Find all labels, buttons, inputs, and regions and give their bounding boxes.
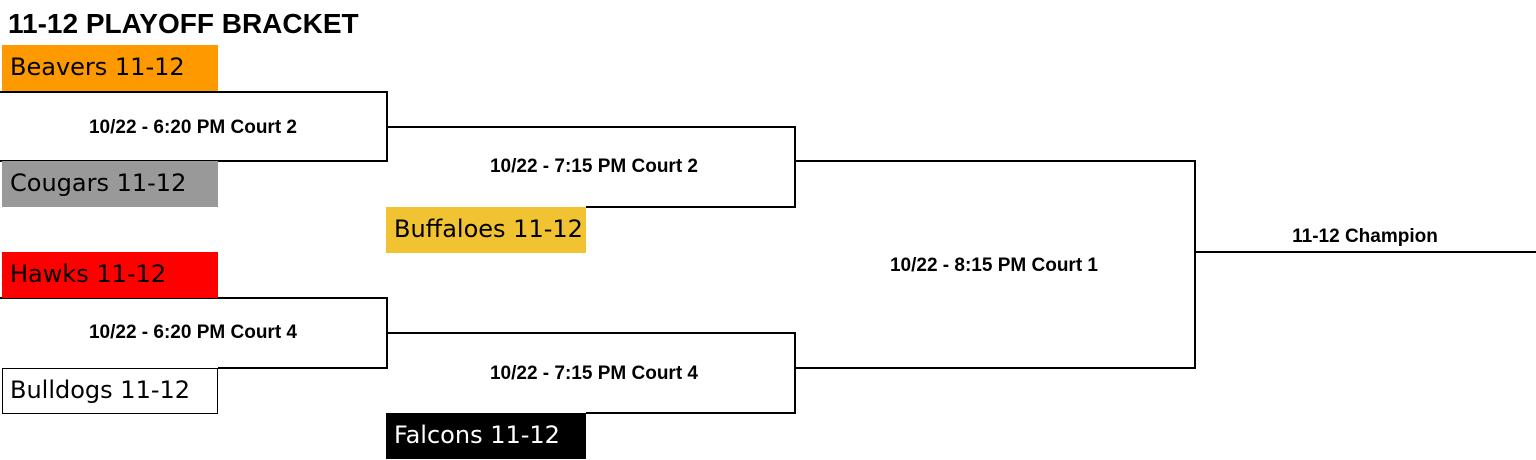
team-falcons: Falcons 11-12 xyxy=(386,413,586,459)
bracket-line-game-4 xyxy=(387,332,796,414)
bracket-line-game-3 xyxy=(387,126,796,208)
game-3-label: 10/22 - 7:15 PM Court 2 xyxy=(489,156,699,177)
team-buffaloes: Buffaloes 11-12 xyxy=(386,207,586,253)
team-bulldogs: Bulldogs 11-12 xyxy=(2,368,218,414)
team-hawks: Hawks 11-12 xyxy=(2,252,218,298)
bracket-line-game-5 xyxy=(795,160,1196,369)
team-cougars: Cougars 11-12 xyxy=(2,161,218,207)
team-beavers: Beavers 11-12 xyxy=(2,45,218,91)
game-1-label: 10/22 - 6:20 PM Court 2 xyxy=(88,117,298,138)
game-2-label: 10/22 - 6:20 PM Court 4 xyxy=(88,322,298,343)
page-title: 11-12 PLAYOFF BRACKET xyxy=(8,8,359,39)
champion-label: 11-12 Champion xyxy=(1292,226,1438,247)
game-4-label: 10/22 - 7:15 PM Court 4 xyxy=(489,363,699,384)
game-5-label: 10/22 - 8:15 PM Court 1 xyxy=(889,255,1099,276)
